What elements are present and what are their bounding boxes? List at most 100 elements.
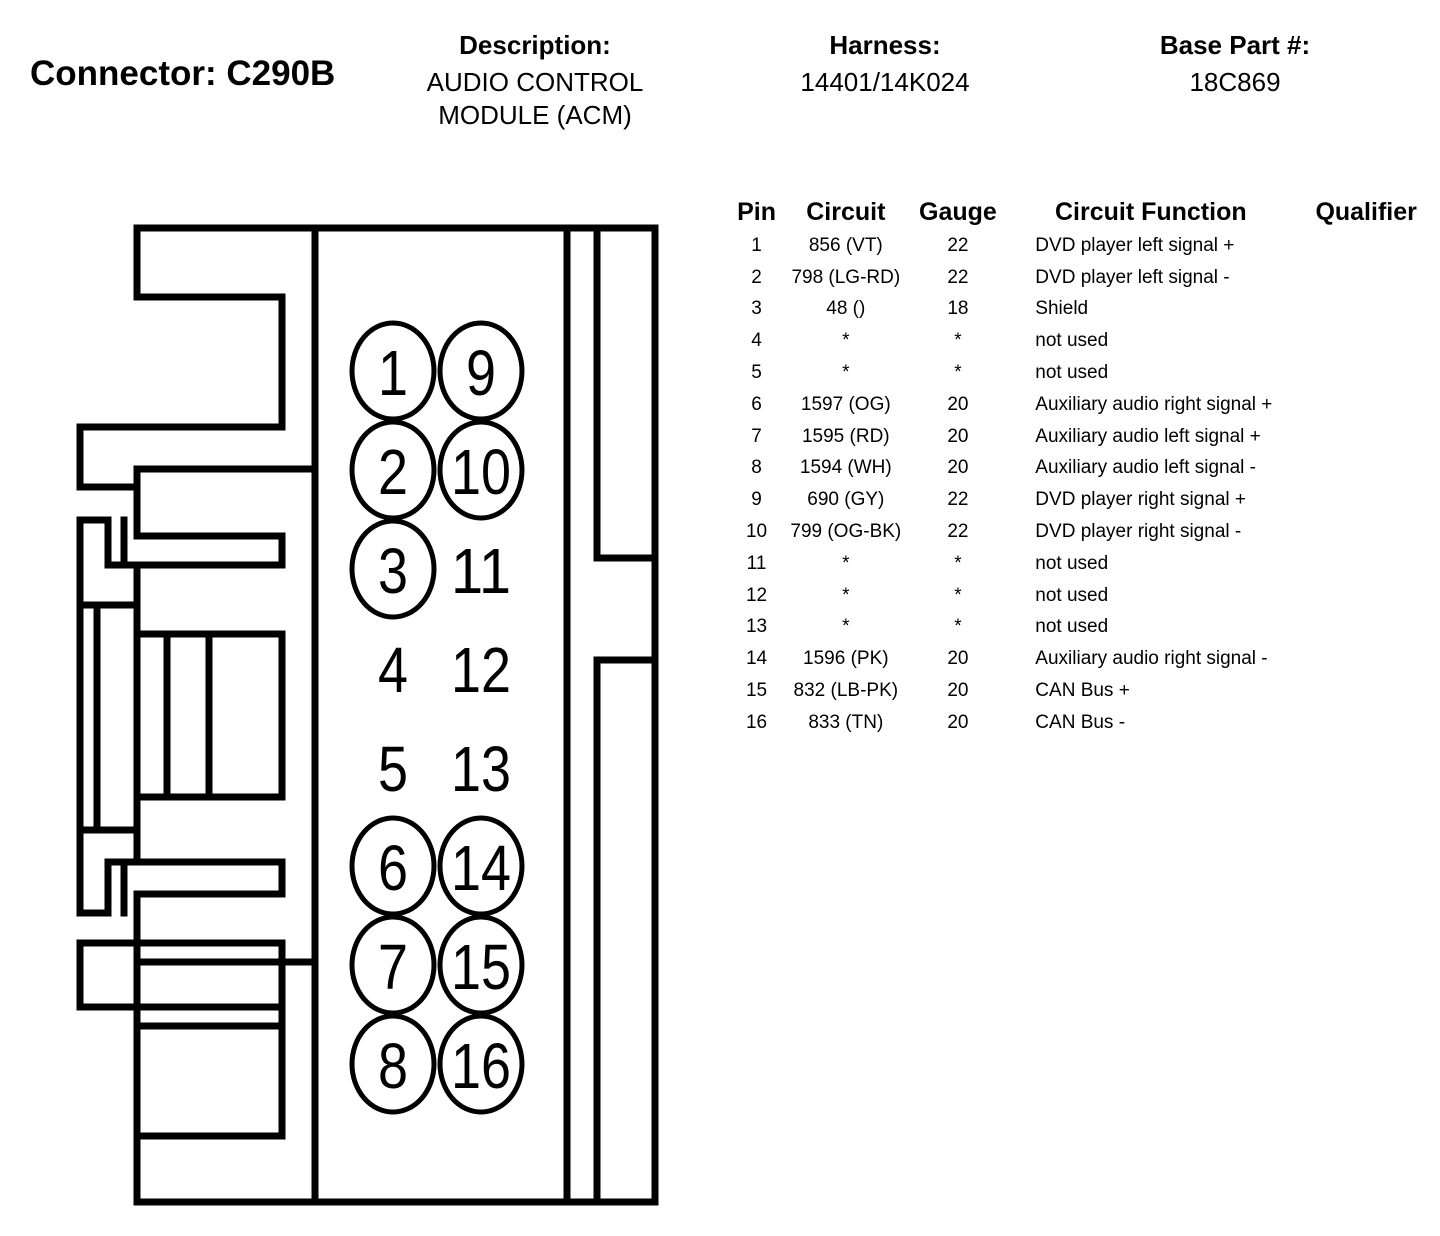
cell-gauge: * [954, 584, 962, 606]
cell-function: CAN Bus + [1035, 680, 1130, 702]
cell-pin: 2 [751, 266, 762, 288]
cell-qualifier [1292, 325, 1440, 357]
cell-gauge: * [954, 362, 962, 384]
cell-pin: 9 [751, 489, 762, 511]
cell-circuit: 1594 (WH) [799, 457, 892, 479]
cell-circuit: 832 (LB-PK) [793, 680, 899, 702]
cell-pin: 14 [745, 648, 768, 670]
pin-ring-16 [437, 1013, 525, 1115]
pin-number-13: 13 [451, 733, 511, 805]
cell-function: Auxiliary audio right signal + [1035, 393, 1273, 415]
pin-number-4: 4 [378, 634, 408, 706]
harness-label: Harness: [829, 30, 941, 60]
pin-number-16: 16 [451, 1030, 511, 1102]
cell-circuit: 1597 (OG) [800, 393, 891, 415]
header-gauge: Gauge [919, 197, 997, 226]
cell-pin: 8 [751, 457, 762, 479]
table-row: 6 1597 (OG) 20 Auxiliary audio right signal… [728, 389, 1440, 421]
connector-housing-outline [76, 224, 659, 1206]
pin-ring-2 [349, 419, 437, 521]
cell-qualifier [1292, 707, 1440, 739]
cell-pin: 7 [751, 425, 762, 447]
pin-cavity-1: 1 [349, 320, 437, 422]
pin-cavity-16: 16 [437, 1013, 525, 1115]
cell-qualifier [1292, 389, 1440, 421]
cell-gauge: 20 [947, 648, 969, 670]
housing-outer-right [76, 224, 659, 1206]
cell-gauge: 18 [947, 298, 969, 320]
pin-cavity-15: 15 [437, 914, 525, 1016]
pinout-table-header: Pin Circuit Gauge Circuit Function Quali… [728, 194, 1440, 230]
cell-pin: 1 [751, 234, 762, 256]
cell-gauge: 22 [947, 489, 969, 511]
cell-gauge: 22 [947, 234, 969, 256]
cell-gauge: 20 [947, 393, 969, 415]
cell-qualifier [1292, 580, 1440, 612]
pin-cavity-6: 6 [349, 815, 437, 917]
cell-pin: 10 [745, 521, 768, 543]
cell-gauge: 22 [947, 521, 969, 543]
pin-number-12: 12 [451, 634, 511, 706]
cell-qualifier [1292, 548, 1440, 580]
cell-function: not used [1035, 330, 1109, 352]
pin-cavity-13: 13 [451, 733, 511, 805]
cell-qualifier [1292, 484, 1440, 516]
cell-qualifier [1292, 612, 1440, 644]
cell-circuit: 833 (TN) [808, 711, 884, 733]
pin-ring-9 [437, 320, 525, 422]
housing-upper-latch [76, 483, 286, 834]
cell-function: not used [1035, 362, 1109, 384]
pin-cavity-3: 3 [349, 518, 437, 620]
cell-pin: 15 [745, 680, 768, 702]
pin-cavity-7: 7 [349, 914, 437, 1016]
cell-function: Auxiliary audio right signal - [1035, 648, 1268, 670]
cell-circuit: 48 () [826, 298, 866, 320]
header-pin: Pin [737, 197, 776, 226]
pin-number-6: 6 [378, 832, 408, 904]
pinout-table: Pin Circuit Gauge Circuit Function Quali… [728, 194, 1440, 739]
base-part-label: Base Part #: [1159, 30, 1311, 60]
description-value: AUDIO CONTROL MODULE (ACM) [405, 66, 665, 132]
housing-lower-latch [76, 826, 286, 1030]
cell-gauge: 20 [947, 425, 969, 447]
cell-gauge: 20 [947, 711, 969, 733]
table-row: 4**not used [728, 325, 1440, 357]
cell-circuit: * [842, 584, 850, 606]
pin-ring-15 [437, 914, 525, 1016]
pin-number-3: 3 [378, 535, 408, 607]
pin-number-9: 9 [466, 337, 496, 409]
cell-circuit: 690 (GY) [807, 489, 885, 511]
cell-function: DVD player left signal + [1035, 234, 1235, 256]
table-row: 11**not used [728, 548, 1440, 580]
cell-function: CAN Bus - [1035, 711, 1126, 733]
header-qualifier: Qualifier [1315, 197, 1417, 226]
description-value-line1: AUDIO CONTROL [426, 67, 644, 97]
cell-circuit: * [842, 362, 850, 384]
pin-ring-3 [349, 518, 437, 620]
pin-cavity-5: 5 [378, 733, 408, 805]
housing-top-tab [76, 224, 286, 491]
cell-function: not used [1035, 552, 1109, 574]
cell-qualifier [1292, 357, 1440, 389]
cell-circuit: * [842, 330, 850, 352]
cell-pin: 6 [751, 393, 762, 415]
cell-circuit: 1595 (RD) [801, 425, 890, 447]
cell-function: not used [1035, 584, 1109, 606]
cell-circuit: 798 (LG-RD) [791, 266, 901, 288]
header-function: Circuit Function [1054, 197, 1247, 226]
cell-gauge: * [954, 330, 962, 352]
cell-gauge: 20 [947, 680, 969, 702]
pin-ring-14 [437, 815, 525, 917]
pin-ring-8 [349, 1013, 437, 1115]
pin-number-11: 11 [451, 535, 511, 607]
cell-qualifier [1292, 516, 1440, 548]
pin-ring-6 [349, 815, 437, 917]
table-row: 13**not used [728, 612, 1440, 644]
harness-block: Harness: 14401/14K024 [765, 30, 1005, 99]
